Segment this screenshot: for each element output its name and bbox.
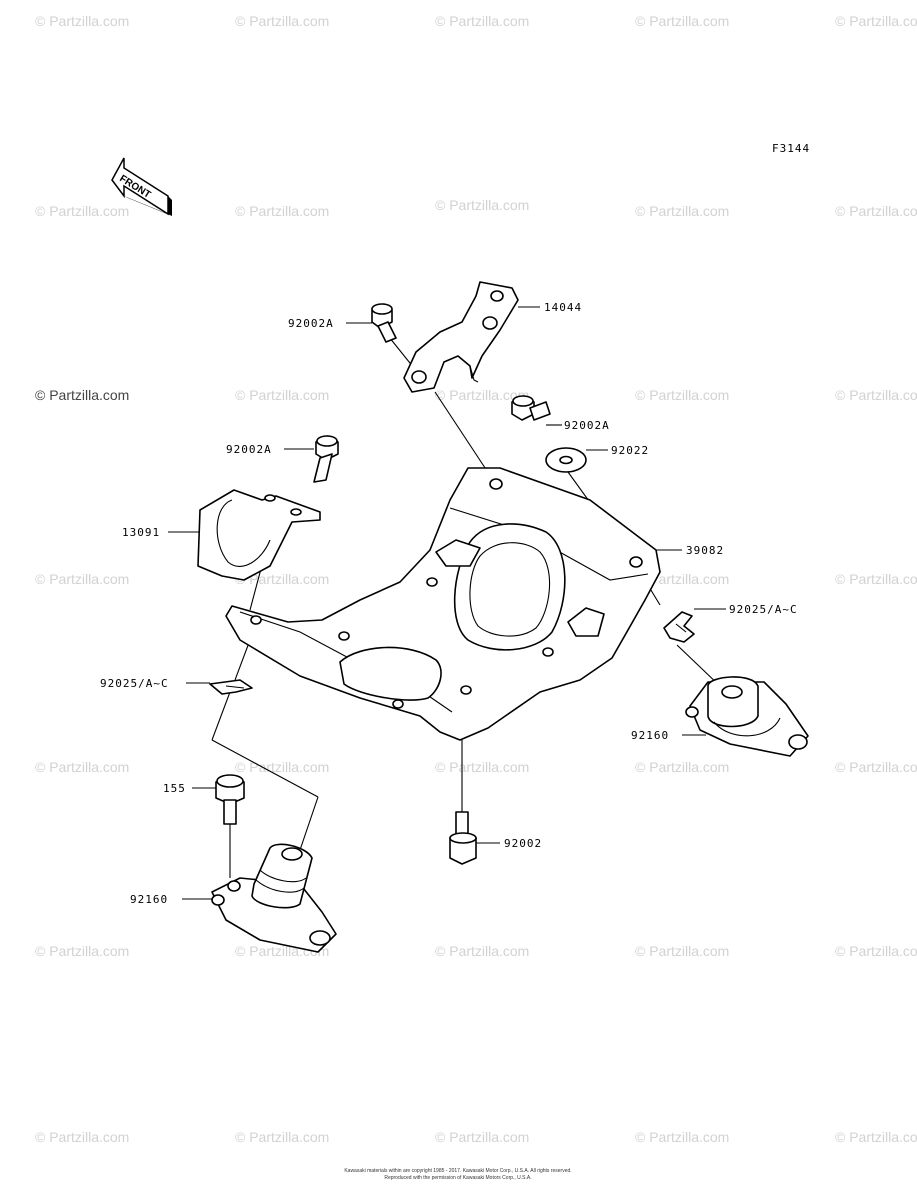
- callout-label: 92002A: [564, 419, 610, 432]
- watermark: © Partzilla.com: [835, 203, 917, 219]
- engine-mount-92160-right: [685, 676, 809, 757]
- watermark: © Partzilla.com: [435, 943, 529, 959]
- clip-92025-left: [209, 679, 253, 695]
- watermark: © Partzilla.com: [435, 197, 529, 213]
- watermark: © Partzilla.com: [35, 387, 129, 403]
- watermark: © Partzilla.com: [435, 387, 529, 403]
- watermark: © Partzilla.com: [635, 13, 729, 29]
- callout-label: 92160: [631, 729, 669, 742]
- watermark: © Partzilla.com: [635, 387, 729, 403]
- clamp-13091: [197, 489, 321, 581]
- watermark: © Partzilla.com: [435, 759, 529, 775]
- callout-label: 92002: [504, 837, 542, 850]
- watermark: © Partzilla.com: [635, 759, 729, 775]
- watermark-layer: © Partzilla.com © Partzilla.com © Partzi…: [35, 13, 917, 1145]
- callout-label: 92002A: [226, 443, 272, 456]
- bolt-155: [215, 774, 245, 825]
- watermark: © Partzilla.com: [235, 13, 329, 29]
- plate-39082: [225, 467, 661, 741]
- callout-label: 92160: [130, 893, 168, 906]
- watermark: © Partzilla.com: [235, 1129, 329, 1145]
- watermark: © Partzilla.com: [35, 571, 129, 587]
- callout-label: 92025/A~C: [729, 603, 798, 616]
- watermark: © Partzilla.com: [635, 1129, 729, 1145]
- bolt-92002a-top: [371, 303, 397, 343]
- bolt-92002a-right: [511, 395, 551, 421]
- figure-code: F3144: [772, 142, 810, 155]
- watermark: © Partzilla.com: [35, 13, 129, 29]
- callout-label: 92025/A~C: [100, 677, 169, 690]
- engine-mount-92160-left: [211, 843, 337, 953]
- watermark: © Partzilla.com: [35, 943, 129, 959]
- callout-label: 13091: [122, 526, 160, 539]
- callout-label: 14044: [544, 301, 582, 314]
- watermark: © Partzilla.com: [435, 13, 529, 29]
- callout-label: 155: [163, 782, 186, 795]
- watermark: © Partzilla.com: [835, 13, 917, 29]
- watermark: © Partzilla.com: [835, 943, 917, 959]
- watermark: © Partzilla.com: [235, 759, 329, 775]
- watermark: © Partzilla.com: [835, 759, 917, 775]
- watermark: © Partzilla.com: [635, 203, 729, 219]
- callout-label: 92022: [611, 444, 649, 457]
- watermark: © Partzilla.com: [35, 203, 129, 219]
- watermark: © Partzilla.com: [435, 1129, 529, 1145]
- watermark: © Partzilla.com: [835, 571, 917, 587]
- watermark: © Partzilla.com: [635, 943, 729, 959]
- callout-label: 92002A: [288, 317, 334, 330]
- watermark: © Partzilla.com: [835, 1129, 917, 1145]
- watermark: © Partzilla.com: [35, 1129, 129, 1145]
- clip-92025-right: [663, 611, 695, 643]
- watermark: © Partzilla.com: [235, 571, 329, 587]
- bolt-92002: [449, 811, 477, 865]
- washer-92022: [545, 447, 587, 473]
- callout-label: 39082: [686, 544, 724, 557]
- bracket-14044: [403, 281, 519, 393]
- callouts: 14044 92002A 92002A 92002A 92022 13091 3…: [100, 301, 798, 906]
- watermark: © Partzilla.com: [35, 759, 129, 775]
- watermark: © Partzilla.com: [235, 203, 329, 219]
- copyright-line-2: Reproduced with the permission of Kawasa…: [384, 1175, 531, 1181]
- watermark: © Partzilla.com: [235, 387, 329, 403]
- bolt-92002a-left: [313, 435, 339, 483]
- copyright-line-1: Kawasaki materials within are copyright …: [344, 1168, 571, 1174]
- watermark: © Partzilla.com: [835, 387, 917, 403]
